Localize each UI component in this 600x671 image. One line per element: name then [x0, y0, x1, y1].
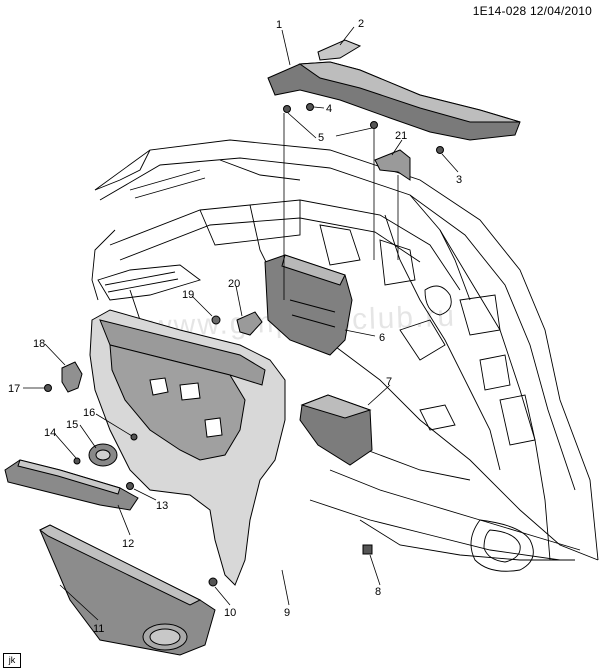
- callout-13: 13: [156, 500, 168, 512]
- part-19-fastener: [211, 315, 221, 325]
- part-14-screw: [73, 457, 81, 465]
- callout-3: 3: [456, 174, 462, 186]
- callout-15: 15: [66, 419, 78, 431]
- callout-10: 10: [224, 607, 236, 619]
- callout-12: 12: [122, 538, 134, 550]
- callout-14: 14: [44, 427, 56, 439]
- callout-16: 16: [83, 407, 95, 419]
- part-21-bracket: [374, 149, 411, 181]
- callout-9: 9: [284, 607, 290, 619]
- leader-lines: [23, 26, 459, 621]
- callout-2: 2: [358, 18, 364, 30]
- part-11-lower-panel: [39, 524, 216, 656]
- part-5-fastener-b: [370, 121, 378, 129]
- part-17-bolt: [44, 384, 52, 392]
- part-15-speaker: [88, 443, 118, 467]
- part-8-plug: [362, 544, 373, 555]
- callout-20: 20: [228, 278, 240, 290]
- callout-17: 17: [8, 383, 20, 395]
- diagram-code: 1E14-028: [472, 4, 527, 18]
- part-10-fastener: [208, 577, 218, 587]
- part-6-housing: [264, 254, 353, 356]
- part-20-clip: [236, 311, 263, 336]
- part-5-fastener-a: [283, 105, 291, 113]
- part-1-upper-trim: [267, 61, 521, 141]
- part-9-side-panel: [89, 309, 286, 586]
- part-3-fastener: [436, 146, 444, 154]
- callout-18: 18: [33, 338, 45, 350]
- part-13-fastener: [126, 482, 134, 490]
- callout-8: 8: [375, 586, 381, 598]
- callout-numbers: 1 2 3 4 5 6 7 8 9 10 11 12 13 14 15 16 1…: [8, 18, 462, 635]
- footer-badge: jk: [3, 653, 21, 668]
- callout-6: 6: [379, 332, 385, 344]
- callout-11: 11: [93, 623, 104, 635]
- part-7-actuator: [299, 394, 373, 466]
- part-18-grommet: [61, 361, 83, 393]
- part-2-clip: [317, 39, 362, 61]
- diagram-date: 12/04/2010: [529, 4, 592, 18]
- callout-21: 21: [395, 130, 407, 142]
- callout-4: 4: [326, 103, 332, 115]
- part-4-fastener: [306, 103, 314, 111]
- part-16-clip: [130, 433, 138, 441]
- diagram-header: 1E14-028 12/04/2010: [473, 4, 592, 18]
- callout-7: 7: [386, 376, 392, 388]
- callout-5: 5: [318, 132, 324, 144]
- callout-1: 1: [276, 19, 282, 31]
- callout-19: 19: [182, 289, 194, 301]
- part-12-trim-strip: [4, 459, 139, 511]
